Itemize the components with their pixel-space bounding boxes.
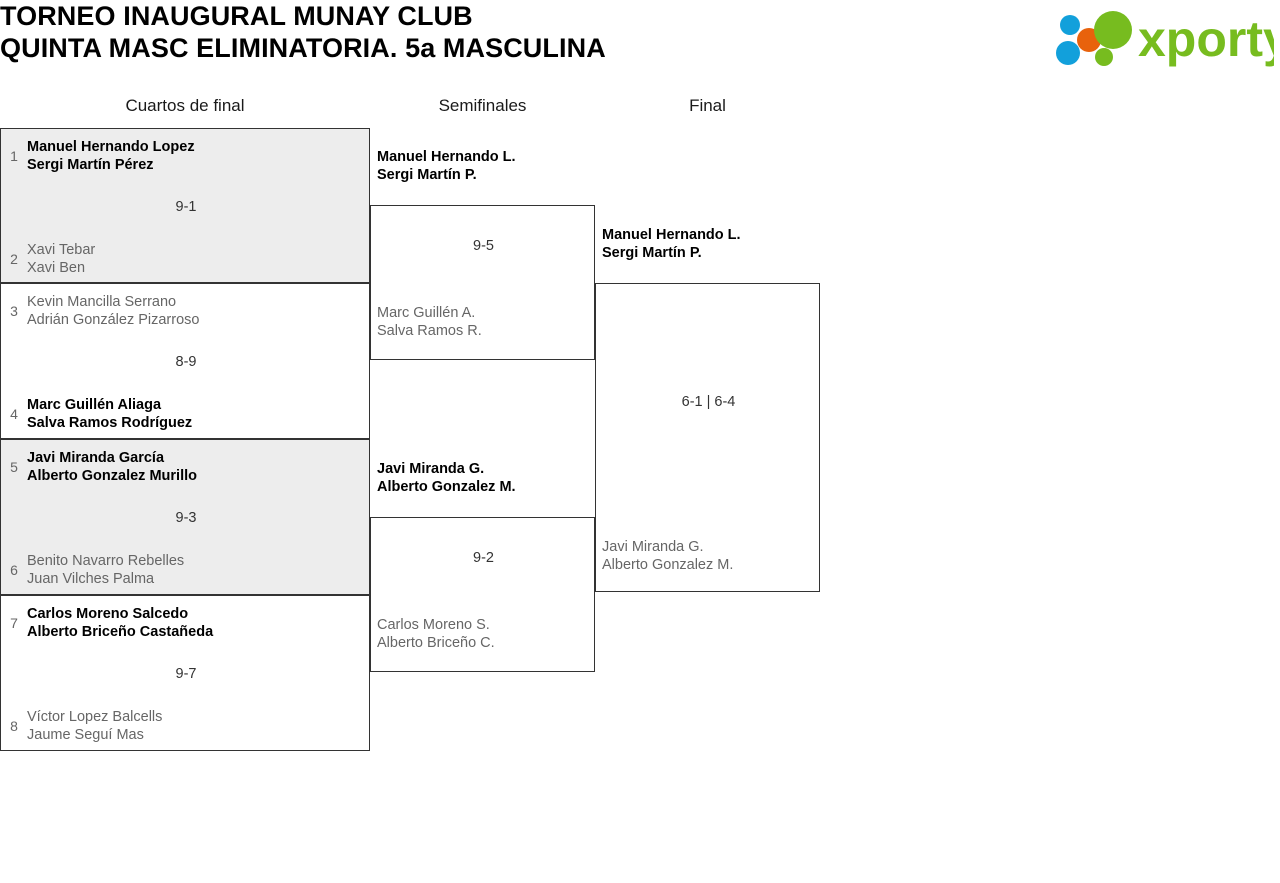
match-score: 9-1 xyxy=(175,199,197,215)
player-2: Sergi Martín P. xyxy=(377,167,477,183)
seed-number: 7 xyxy=(10,615,18,631)
player-1: Benito Navarro Rebelles xyxy=(27,553,185,569)
player-2: Alberto Gonzalez Murillo xyxy=(27,468,197,484)
semifinal-1-team-bottom: Marc Guillén A. Salva Ramos R. xyxy=(377,304,482,340)
player-1: Carlos Moreno Salcedo xyxy=(27,606,189,622)
round-header-final: Final xyxy=(689,96,726,115)
seed-number: 3 xyxy=(10,303,18,319)
xporty-logo-svg: xporty xyxy=(1056,11,1274,67)
player-2: Salva Ramos Rodríguez xyxy=(27,415,193,431)
team-players: Benito Navarro Rebelles Juan Vilches Pal… xyxy=(27,552,184,588)
logo-dot-blue-top xyxy=(1060,15,1080,35)
match-quarterfinal-4[interactable]: 7 Carlos Moreno Salcedo Alberto Briceño … xyxy=(0,595,370,751)
player-1: Marc Guillén A. xyxy=(377,305,476,321)
match-team-bottom: 6 Benito Navarro Rebelles Juan Vilches P… xyxy=(1,552,369,588)
tournament-name: TORNEO INAUGURAL MUNAY CLUB xyxy=(0,1,473,31)
player-1: Xavi Tebar xyxy=(27,242,96,258)
match-score: 8-9 xyxy=(175,354,197,370)
match-final[interactable]: 6-1 | 6-4 xyxy=(595,283,820,592)
player-2: Adrián González Pizarroso xyxy=(27,312,200,328)
xporty-logo[interactable]: xporty xyxy=(1048,4,1274,68)
match-score: 9-5 xyxy=(473,238,494,254)
match-semifinal-2[interactable]: 9-2 xyxy=(370,517,595,672)
team-players: Javi Miranda García Alberto Gonzalez Mur… xyxy=(27,449,197,485)
logo-dot-green-small xyxy=(1095,48,1113,66)
match-score: 9-2 xyxy=(473,550,494,566)
player-2: Salva Ramos R. xyxy=(377,323,482,339)
team-players: Carlos Moreno Salcedo Alberto Briceño Ca… xyxy=(27,605,213,641)
match-team-bottom: 4 Marc Guillén Aliaga Salva Ramos Rodríg… xyxy=(1,396,369,432)
player-1: Kevin Mancilla Serrano xyxy=(27,294,177,310)
player-2: Juan Vilches Palma xyxy=(27,571,155,587)
logo-wordmark: xporty xyxy=(1138,11,1274,67)
team-players: Manuel Hernando Lopez Sergi Martín Pérez xyxy=(27,138,195,174)
match-team-top: 1 Manuel Hernando Lopez Sergi Martín Pér… xyxy=(1,138,369,174)
match-quarterfinal-3[interactable]: 5 Javi Miranda García Alberto Gonzalez M… xyxy=(0,439,370,595)
match-score: 9-7 xyxy=(175,666,197,682)
player-2: Sergi Martín P. xyxy=(602,245,702,261)
match-quarterfinal-2[interactable]: 3 Kevin Mancilla Serrano Adrián González… xyxy=(0,283,370,439)
team-players: Xavi Tebar Xavi Ben xyxy=(27,241,95,277)
team-players: Víctor Lopez Balcells Jaume Seguí Mas xyxy=(27,708,162,744)
player-1: Marc Guillén Aliaga xyxy=(27,397,162,413)
match-semifinal-1[interactable]: 9-5 xyxy=(370,205,595,360)
seed-number: 4 xyxy=(10,406,18,422)
player-2: Alberto Briceño Castañeda xyxy=(27,624,214,640)
player-2: Xavi Ben xyxy=(27,260,86,276)
final-team-top: Manuel Hernando L. Sergi Martín P. xyxy=(602,226,741,262)
semifinal-2-team-top: Javi Miranda G. Alberto Gonzalez M. xyxy=(377,460,516,496)
match-team-top: 5 Javi Miranda García Alberto Gonzalez M… xyxy=(1,449,369,485)
player-2: Alberto Gonzalez M. xyxy=(602,557,734,573)
player-1: Víctor Lopez Balcells xyxy=(27,709,163,725)
player-2: Jaume Seguí Mas xyxy=(27,727,144,743)
match-team-bottom: 8 Víctor Lopez Balcells Jaume Seguí Mas xyxy=(1,708,369,744)
player-1: Javi Miranda G. xyxy=(377,461,485,477)
player-1: Carlos Moreno S. xyxy=(377,617,490,633)
match-score: 6-1 | 6-4 xyxy=(681,394,736,410)
final-team-bottom: Javi Miranda G. Alberto Gonzalez M. xyxy=(602,538,733,574)
semifinal-2-team-bottom: Carlos Moreno S. Alberto Briceño C. xyxy=(377,616,495,652)
seed-number: 1 xyxy=(10,148,18,164)
player-1: Manuel Hernando L. xyxy=(377,149,516,165)
player-2: Sergi Martín Pérez xyxy=(27,157,154,173)
seed-number: 6 xyxy=(10,562,18,578)
player-1: Manuel Hernando Lopez xyxy=(27,139,195,155)
team-players: Marc Guillén Aliaga Salva Ramos Rodrígue… xyxy=(27,396,192,432)
player-1: Javi Miranda G. xyxy=(602,539,704,555)
round-header-quarterfinals: Cuartos de final xyxy=(125,96,245,115)
seed-number: 5 xyxy=(10,459,18,475)
player-1: Manuel Hernando L. xyxy=(602,227,741,243)
player-2: Alberto Gonzalez M. xyxy=(377,479,516,495)
match-team-bottom: 2 Xavi Tebar Xavi Ben xyxy=(1,241,369,277)
page-title: TORNEO INAUGURAL MUNAY CLUB QUINTA MASC … xyxy=(0,0,1020,64)
round-header-semifinals: Semifinales xyxy=(438,96,527,115)
logo-dot-blue-bottom xyxy=(1056,41,1080,65)
seed-number: 8 xyxy=(10,718,18,734)
player-1: Javi Miranda García xyxy=(27,450,165,466)
match-team-top: 7 Carlos Moreno Salcedo Alberto Briceño … xyxy=(1,605,369,641)
player-2: Alberto Briceño C. xyxy=(377,635,495,651)
tournament-category: QUINTA MASC ELIMINATORIA. 5a MASCULINA xyxy=(0,33,606,63)
logo-dot-green-large xyxy=(1094,11,1132,49)
match-quarterfinal-1[interactable]: 1 Manuel Hernando Lopez Sergi Martín Pér… xyxy=(0,128,370,283)
match-team-top: 3 Kevin Mancilla Serrano Adrián González… xyxy=(1,293,369,329)
match-score: 9-3 xyxy=(175,510,197,526)
team-players: Kevin Mancilla Serrano Adrián González P… xyxy=(27,293,199,329)
semifinal-1-team-top: Manuel Hernando L. Sergi Martín P. xyxy=(377,148,516,184)
seed-number: 2 xyxy=(10,251,18,267)
